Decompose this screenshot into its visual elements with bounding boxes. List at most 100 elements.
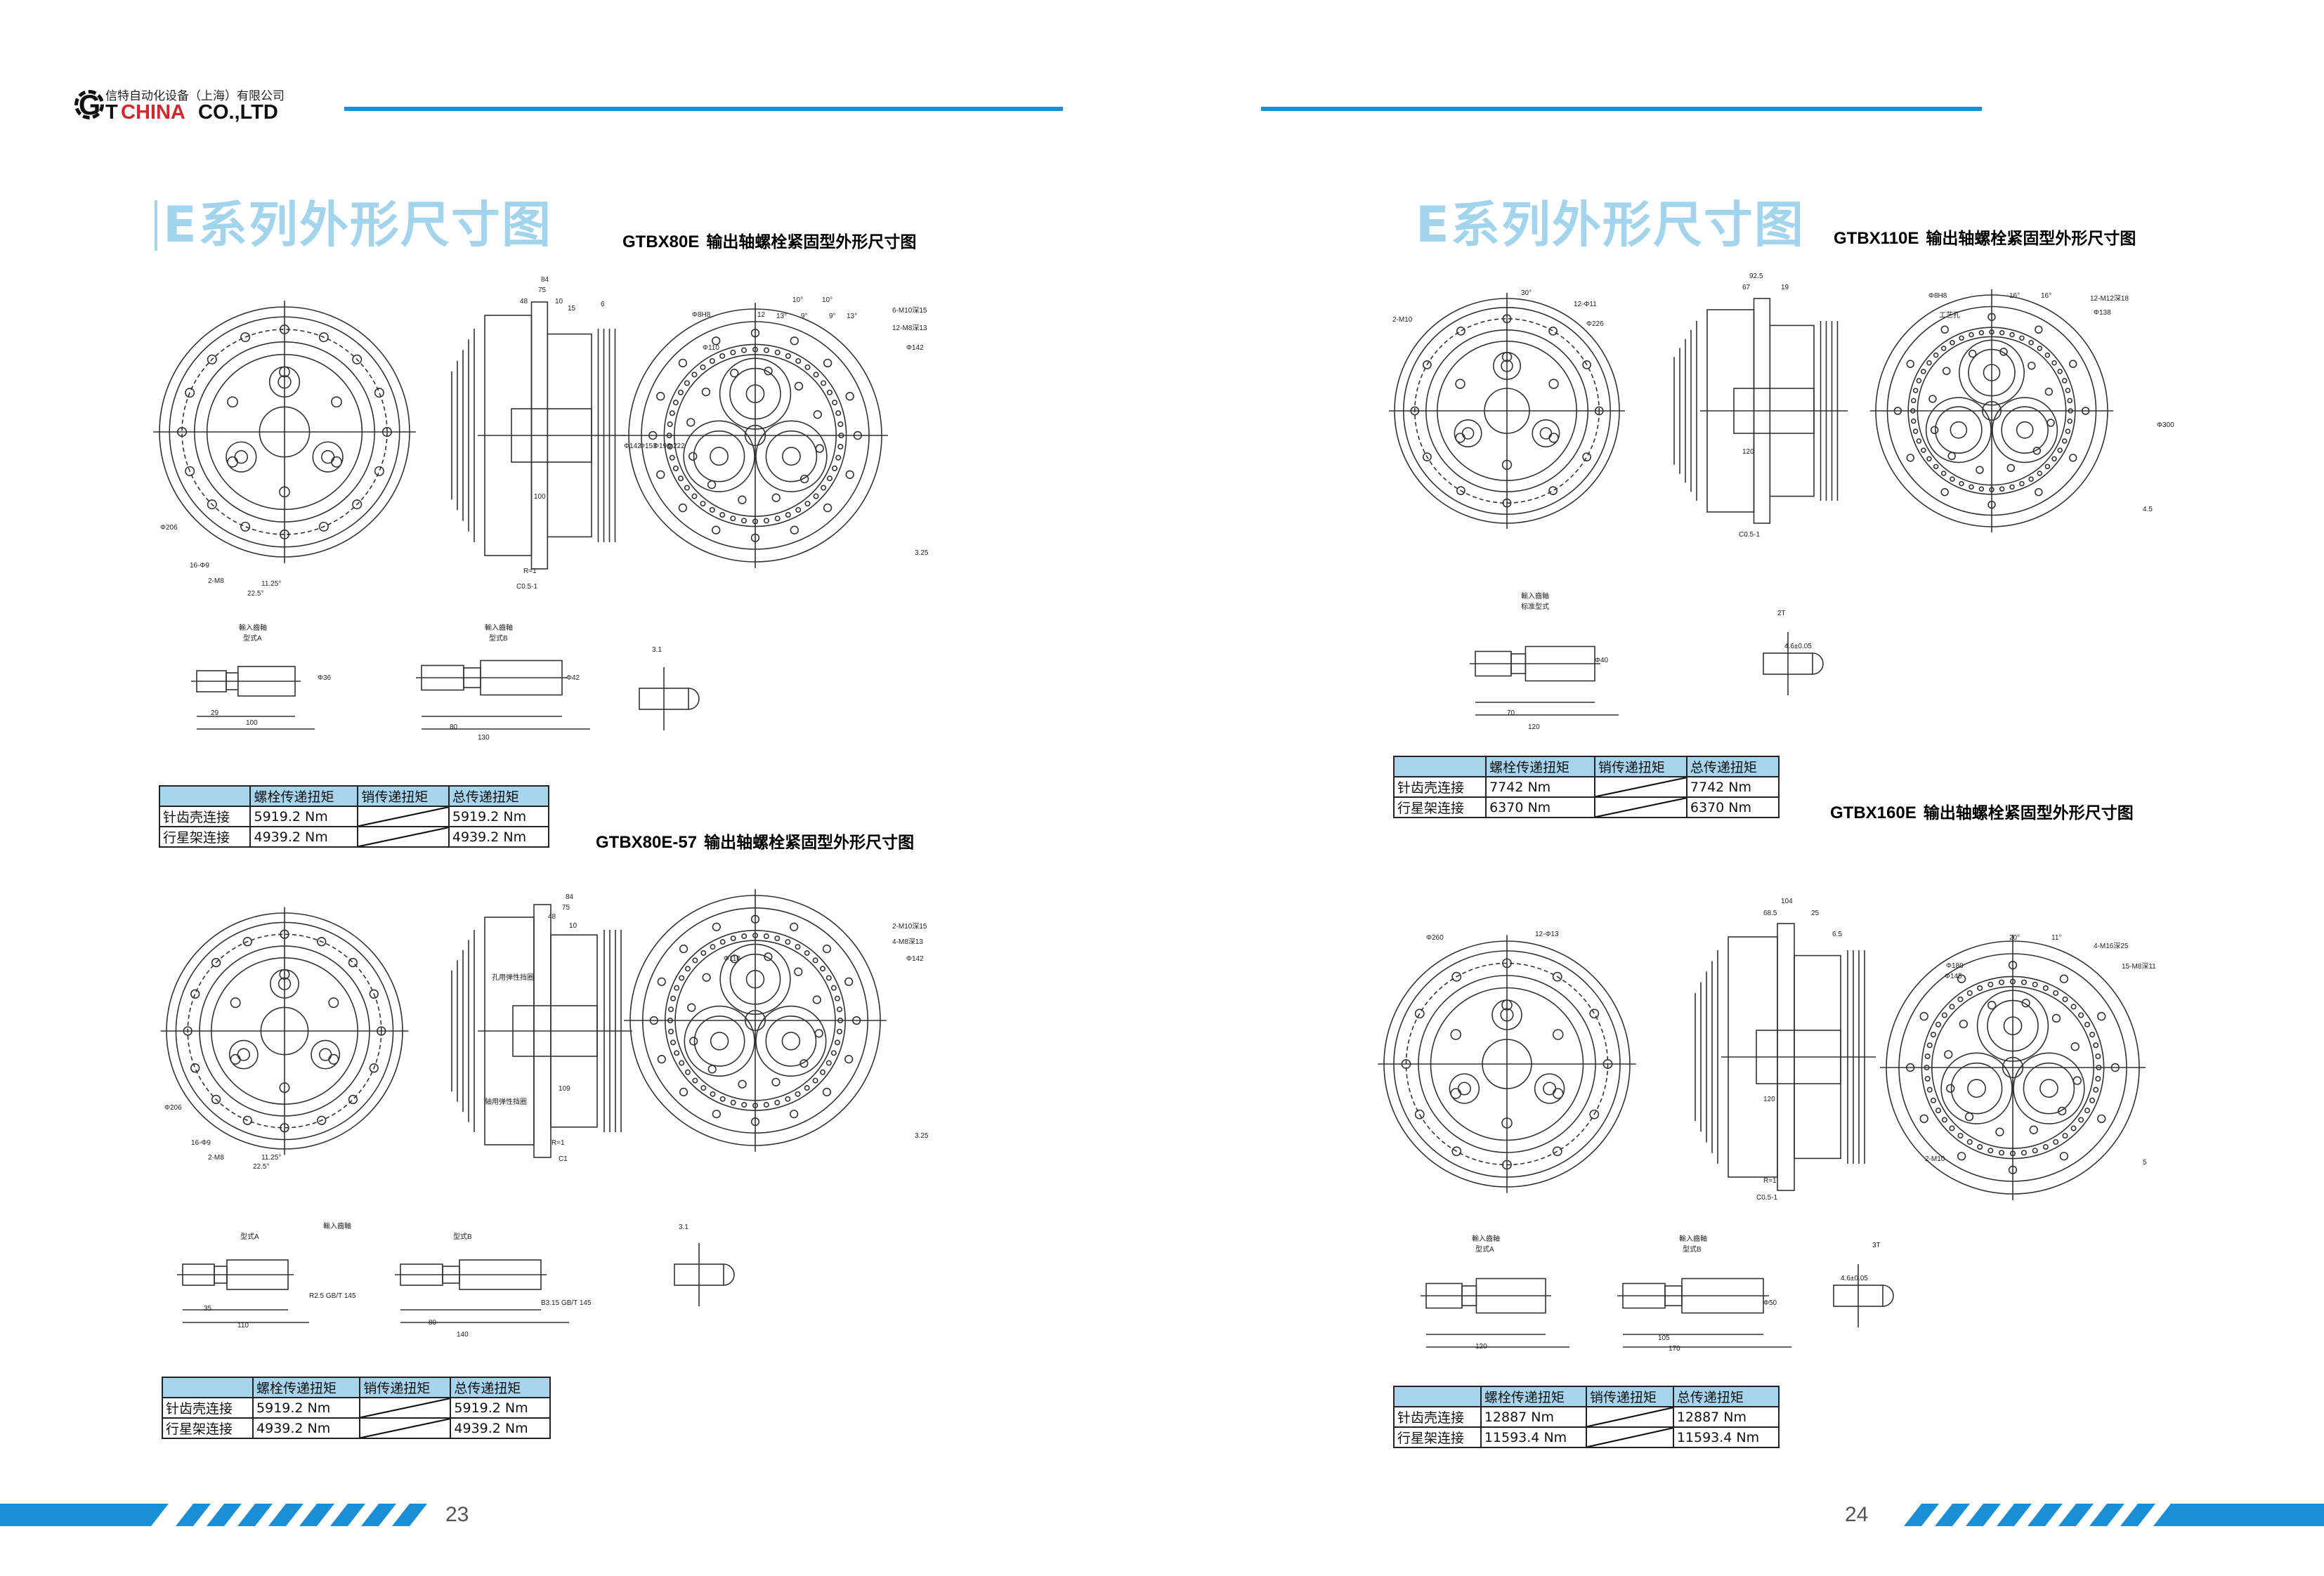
tap-hole	[1450, 1088, 1462, 1099]
tap-hole	[227, 396, 238, 408]
table-header-row: 螺栓传递扭矩销传递扭矩总传递扭矩	[158, 785, 550, 807]
pin	[2028, 340, 2034, 346]
pin	[1941, 1012, 1947, 1018]
pin	[700, 950, 707, 956]
pin	[2070, 1004, 2077, 1010]
pin	[2093, 1086, 2099, 1093]
bolt-hole	[712, 922, 721, 931]
bolt-hole	[348, 1094, 358, 1105]
tap-hole	[707, 480, 717, 490]
pin	[2065, 388, 2071, 393]
bolt-hole	[823, 358, 833, 368]
crank-hole	[1454, 419, 1482, 448]
tap-hole	[1928, 395, 1937, 403]
pin	[1912, 428, 1919, 434]
page-number-right: 24	[1845, 1503, 1869, 1526]
tap-hole	[764, 367, 773, 376]
pin	[821, 380, 827, 386]
tap-hole	[701, 387, 711, 397]
pin	[837, 1028, 843, 1035]
pin	[692, 1077, 698, 1084]
pin	[2051, 456, 2057, 462]
model-code: GTBX80E	[622, 232, 700, 251]
planet-gear-inner	[1950, 1062, 2003, 1115]
pin	[813, 372, 819, 378]
pin	[700, 1085, 707, 1091]
logo-company-cn: 信特自动化设备（上海）有限公司	[105, 89, 285, 103]
bolt-hole	[822, 944, 832, 954]
pin	[1935, 1108, 1942, 1114]
logo-en-t: T	[105, 101, 118, 124]
pin	[835, 410, 842, 416]
pin	[710, 1091, 716, 1097]
crank-hole	[1534, 1073, 1565, 1104]
caption: 输出轴螺栓紧固型外形尺寸图	[1926, 230, 2136, 248]
pin	[730, 1099, 736, 1105]
planet-gear-inner	[693, 1015, 745, 1067]
bolt-hole	[712, 525, 721, 534]
bolt-hole	[1422, 452, 1432, 461]
input-shaft-drawings-gtbx110e	[1470, 632, 1824, 716]
bolt-hole	[822, 1087, 832, 1097]
tap-hole	[1552, 1088, 1564, 1099]
tap-hole	[688, 452, 698, 461]
crank-center	[320, 449, 335, 464]
pin	[763, 1102, 769, 1108]
tap-hole	[2057, 1106, 2067, 1116]
key-round	[723, 1263, 735, 1286]
drawing-gtbx110e	[1389, 289, 2114, 533]
pin	[812, 1077, 818, 1084]
pin	[2042, 985, 2049, 991]
bolt-hole	[1451, 1146, 1462, 1157]
planet-gear-inner	[2023, 1062, 2075, 1115]
pin	[2019, 335, 2025, 341]
crank-center	[1539, 427, 1553, 440]
tap-hole	[328, 1053, 339, 1065]
pin	[2061, 438, 2068, 444]
pin	[691, 372, 698, 378]
tap-hole	[812, 995, 821, 1004]
pin	[785, 1096, 791, 1102]
pin	[667, 421, 673, 428]
pin	[1940, 346, 1947, 351]
pin	[2032, 981, 2038, 987]
logo-en-co: CO.,LTD	[198, 101, 278, 124]
tap-hole	[730, 369, 739, 378]
pin	[667, 1028, 674, 1035]
bolt-hole	[790, 1110, 799, 1119]
pin	[679, 1060, 685, 1066]
logo-en-china: CHINA	[121, 101, 185, 124]
pin	[2065, 428, 2071, 434]
tap-hole	[771, 1077, 781, 1086]
pin	[684, 485, 690, 491]
bolt-hole	[1906, 360, 1915, 368]
tap-hole	[1964, 1112, 1974, 1122]
bolt-hole	[348, 957, 358, 968]
bolt-hole	[2035, 487, 2043, 497]
pin	[677, 389, 684, 395]
crank-center	[1543, 1082, 1557, 1096]
bolt-hole	[318, 332, 329, 343]
pin	[837, 1006, 843, 1013]
tap-hole	[2028, 361, 2036, 370]
pin	[2061, 378, 2068, 383]
pin	[1998, 979, 2005, 985]
bolt-hole	[845, 470, 854, 479]
tap-hole	[1552, 1029, 1564, 1040]
tap-hole	[328, 997, 339, 1009]
tap-hole	[1959, 1019, 1969, 1029]
pin	[730, 935, 736, 942]
pin	[1930, 1032, 1936, 1038]
pin	[2078, 1012, 2084, 1018]
crank-center	[234, 449, 249, 464]
planet-bore	[710, 1032, 729, 1051]
pin	[774, 516, 781, 522]
pin	[2070, 1125, 2077, 1131]
tap-hole	[738, 1079, 747, 1089]
planet-gear	[1992, 397, 2058, 464]
crank-hole	[1532, 419, 1560, 448]
pin	[2053, 1138, 2059, 1145]
